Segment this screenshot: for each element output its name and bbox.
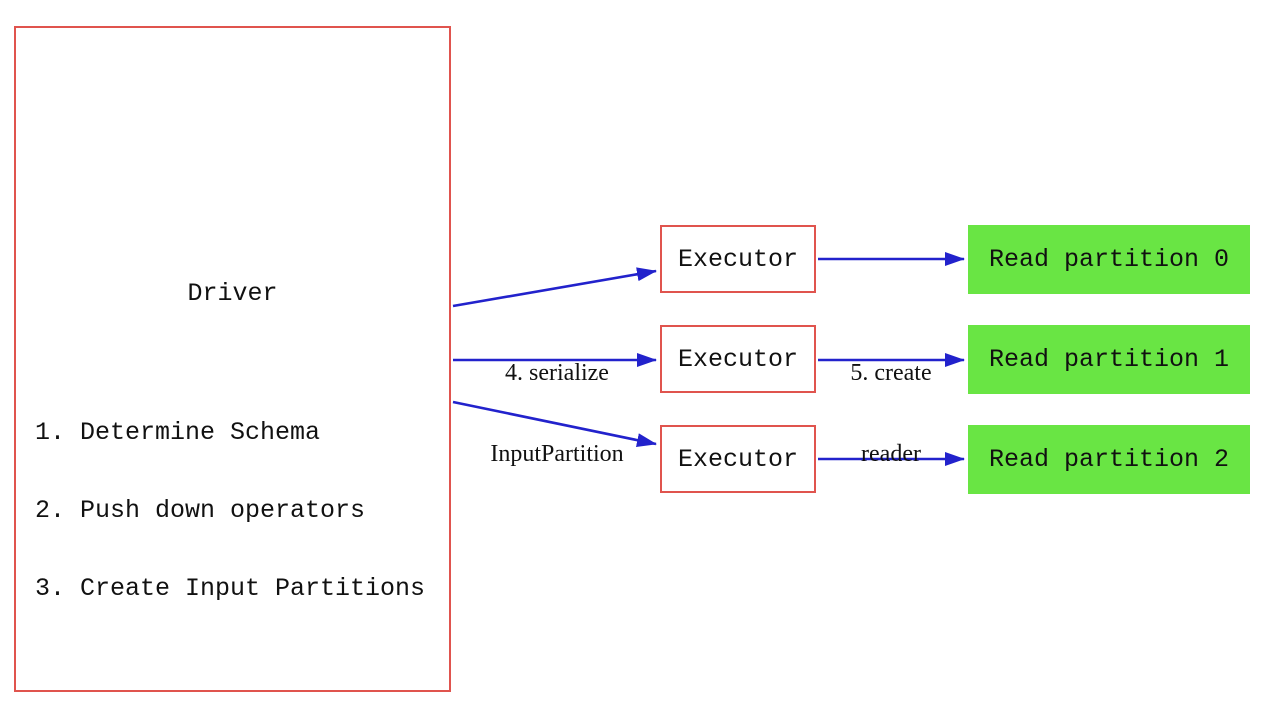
executor-box-2: Executor xyxy=(660,325,816,393)
driver-step-2: 2. Push down operators xyxy=(35,496,366,525)
read-partition-box-2: Read partition 2 xyxy=(968,425,1250,494)
edge-label-reader-line1: 5. create xyxy=(850,360,932,386)
driver-box: Driver 1. Determine Schema 2. Push down … xyxy=(14,26,451,692)
executor-box-1: Executor xyxy=(660,225,816,293)
read-partition-box-0: Read partition 0 xyxy=(968,225,1250,294)
edge-label-serialize-inputpartition: 4. serialize InputPartition xyxy=(447,306,667,522)
driver-step-1: 1. Determine Schema xyxy=(35,418,321,447)
arrow-driver-to-executor-1 xyxy=(452,267,657,308)
read-partition-box-1: Read partition 1 xyxy=(968,325,1250,394)
executor-box-3: Executor xyxy=(660,425,816,493)
edge-label-reader-line2: reader xyxy=(861,441,921,467)
edge-label-serialize-line2: InputPartition xyxy=(490,441,624,467)
driver-step-3: 3. Create Input Partitions xyxy=(35,574,426,603)
edge-label-serialize-line1: 4. serialize xyxy=(505,360,609,386)
driver-steps-list: 1. Determine Schema 2. Push down operato… xyxy=(35,368,425,654)
driver-title: Driver xyxy=(187,279,278,308)
edge-label-create-reader: 5. create reader xyxy=(781,306,1001,522)
